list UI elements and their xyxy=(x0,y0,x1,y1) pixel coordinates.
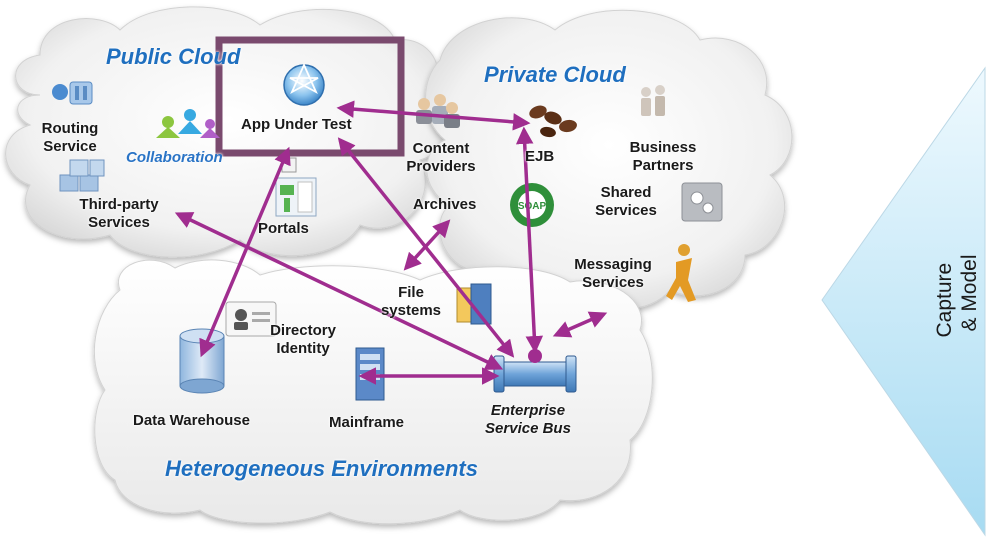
ejb-label: EJB xyxy=(525,148,555,165)
data-warehouse-label: Data Warehouse xyxy=(133,412,250,429)
directory-identity-label: Directory Identity xyxy=(270,322,336,357)
arrow-ejb-to-esb xyxy=(515,126,544,354)
file-systems-label: File systems xyxy=(380,284,442,319)
collaboration-label: Collaboration xyxy=(126,149,223,166)
portals-label: Portals xyxy=(258,220,309,237)
svg-text:SOAP: SOAP xyxy=(518,201,547,212)
third-party-services-label: Third-party Services xyxy=(79,196,159,231)
connection-arrows xyxy=(174,100,608,385)
gears-icon xyxy=(681,182,723,222)
business-partners-label: Business Partners xyxy=(629,139,697,174)
database-icon xyxy=(179,328,225,394)
routing-service-label: Routing Service xyxy=(41,120,99,155)
private-cloud-title: Private Cloud xyxy=(484,62,626,87)
collaboration-people-icon xyxy=(156,109,220,138)
third-party-blocks-icon xyxy=(59,159,105,192)
mainframe-icon xyxy=(355,347,385,401)
service-bus-pipe-icon xyxy=(493,349,577,393)
public-cloud-title: Public Cloud xyxy=(106,44,241,69)
capture-model-panel xyxy=(821,66,986,537)
shared-services-label: Shared Services xyxy=(595,184,657,219)
content-providers-label: Content Providers xyxy=(406,140,476,175)
heterogeneous-title: Heterogeneous Environments xyxy=(165,456,478,481)
messaging-person-icon xyxy=(666,244,696,302)
business-partners-icon xyxy=(641,85,665,116)
capture-model-label: Capture & Model xyxy=(933,254,981,338)
arrow-thirdparty-to-esb xyxy=(174,212,504,370)
app-under-test-label: App Under Test xyxy=(241,116,352,133)
app-globe-icon xyxy=(283,62,325,106)
archives-label: Archives xyxy=(413,196,477,213)
soap-icon: SOAP xyxy=(510,183,554,227)
arrow-app-to-ejb xyxy=(336,100,531,131)
arrow-archives-to-files xyxy=(403,219,451,271)
routing-icon xyxy=(52,81,93,105)
arrow-esb-to-messaging xyxy=(552,311,608,338)
mainframe-label: Mainframe xyxy=(329,414,405,431)
app-under-test-highlight xyxy=(215,36,405,157)
ejb-coffee-beans-icon xyxy=(529,105,577,138)
messaging-services-label: Messaging Services xyxy=(574,256,652,291)
enterprise-service-bus-label: Enterprise Service Bus xyxy=(485,402,571,437)
